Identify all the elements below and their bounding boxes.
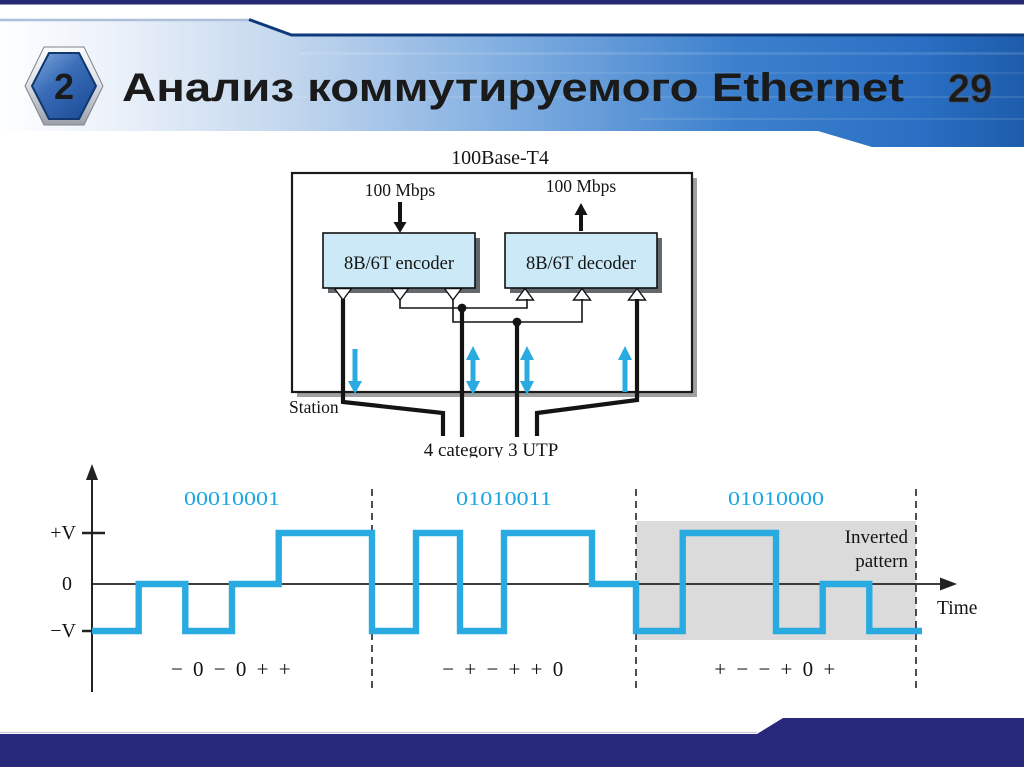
encoder-input-arrow <box>393 202 407 233</box>
encoder-label: 8B/6T encoder <box>344 254 454 274</box>
pair1-down-arrow <box>348 349 362 394</box>
y-label-zero: 0 <box>62 573 72 595</box>
waveform-signal <box>92 529 922 635</box>
encoder-box <box>322 232 476 289</box>
station-label: Station <box>289 397 339 417</box>
wire-pair-1 <box>340 299 446 436</box>
x-axis-arrowhead <box>940 577 957 591</box>
page-number: 29 <box>948 67 993 111</box>
wire-pair-4 <box>534 299 640 436</box>
encoder-port-triangle <box>390 287 410 302</box>
y-axis-arrowhead <box>86 464 98 480</box>
encoder-port-triangle <box>333 287 353 302</box>
cable-label: 4 category 3 UTP <box>424 440 559 461</box>
pair4-up-arrow <box>618 346 632 392</box>
decoder-port-triangle <box>515 287 535 301</box>
inverted-annotation-line1: Inverted <box>845 527 909 548</box>
slide-number-badge: 2 <box>24 46 104 126</box>
figure-title: 100Base-T4 <box>451 147 549 169</box>
inverted-annotation-line2: pattern <box>855 551 908 572</box>
decoder-label: 8B/6T decoder <box>526 254 636 274</box>
badge-number: 2 <box>54 66 74 107</box>
binary-label-3: 01010000 <box>728 488 824 510</box>
header-band-top-edge-dark <box>248 18 1024 37</box>
header-texture-streaks <box>260 52 1024 120</box>
binary-label-2: 01010011 <box>456 488 552 510</box>
encoder-port-triangles <box>333 287 463 302</box>
pair-direction-arrows <box>348 346 632 395</box>
header-band <box>0 20 1024 147</box>
page-title: Анализ коммутируемого Ethernet <box>122 66 904 110</box>
y-label-plus-v: +V <box>50 522 76 544</box>
pair2-bidirectional-arrow <box>466 346 480 395</box>
binary-label-1: 00010001 <box>184 488 280 510</box>
footer-band <box>0 718 1024 767</box>
junction-dot-2 <box>512 317 522 327</box>
station-figure: 100Base-T4 100 Mbps 100 Mbps 8B/6T encod… <box>289 147 697 461</box>
decoder-output-arrow <box>574 203 588 231</box>
y-label-minus-v: −V <box>50 620 76 642</box>
waveform-figure: +V 0 −V 00010001 01010011 01010000 − 0 −… <box>50 464 977 692</box>
ternary-label-1: − 0 − 0 + + <box>171 657 293 681</box>
top-edge-strip <box>0 0 1024 5</box>
ternary-label-2: − + − + + 0 <box>442 657 565 681</box>
junction-dot-1 <box>457 303 467 313</box>
ternary-label-3: + − − + 0 + <box>714 657 837 681</box>
time-axis-label: Time <box>937 598 977 619</box>
right-rate-label: 100 Mbps <box>546 176 617 196</box>
decoder-box <box>504 232 658 289</box>
encoder-port-triangle <box>443 287 463 302</box>
decoder-port-triangles <box>515 287 647 301</box>
left-rate-label: 100 Mbps <box>365 180 436 200</box>
badge-hexagon-inner <box>30 52 98 120</box>
pair3-bidirectional-arrow <box>520 346 534 395</box>
